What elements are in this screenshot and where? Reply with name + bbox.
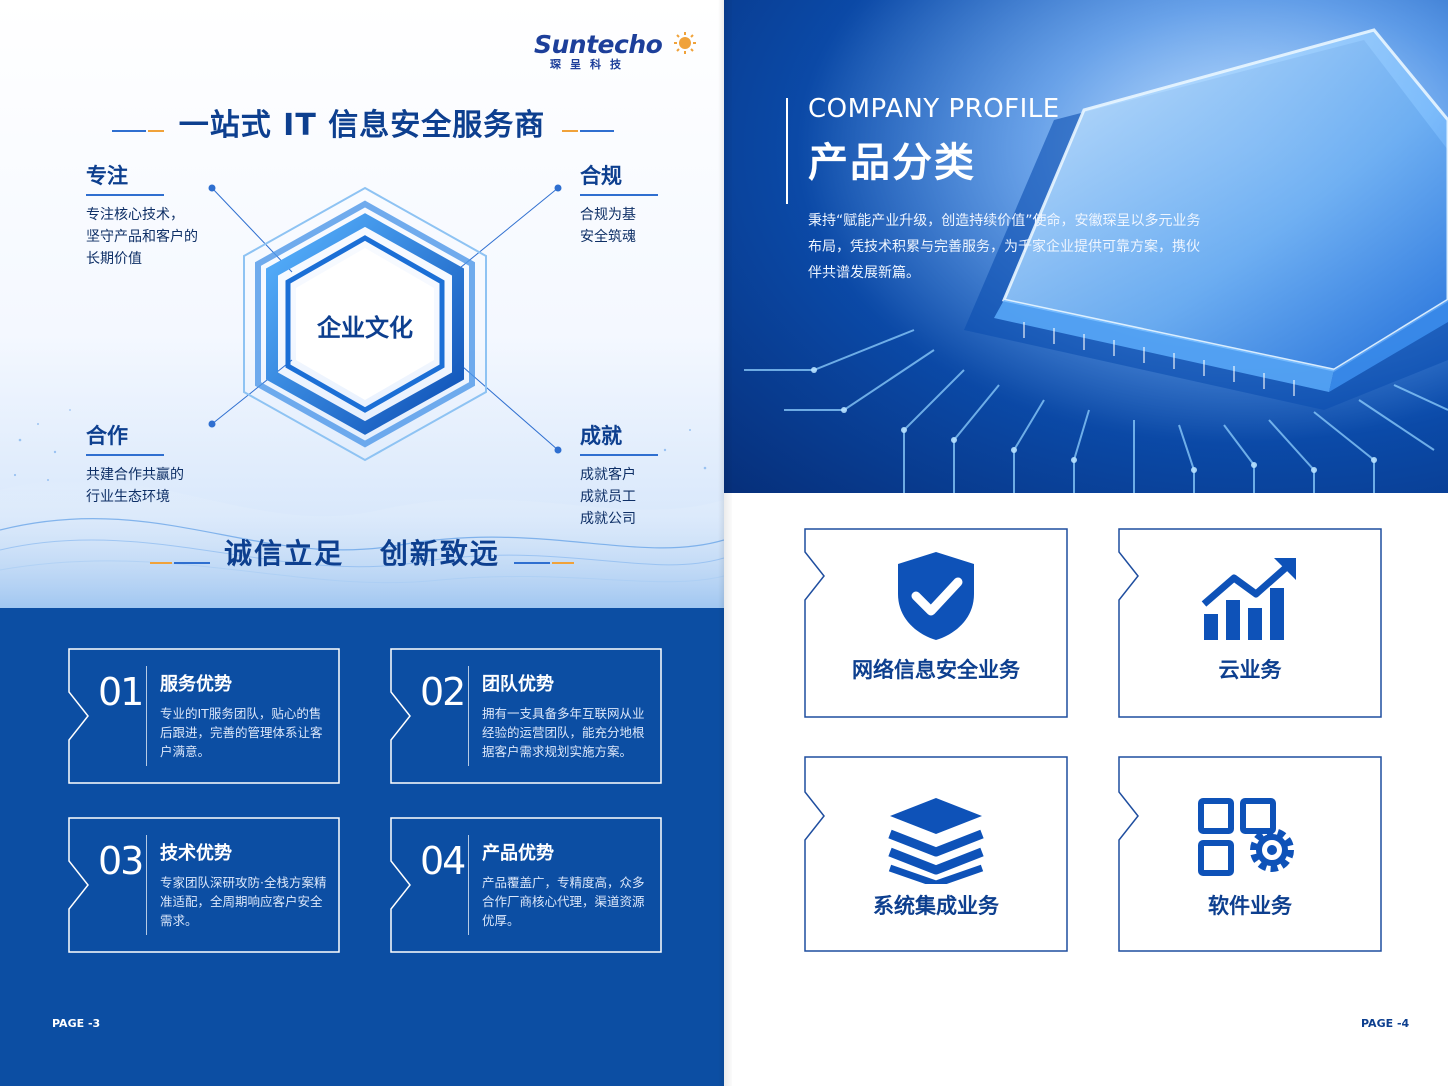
divider: [468, 835, 469, 935]
culture-item-compliance: 合规 合规为基 安全筑魂: [580, 160, 658, 248]
advantage-number: 01: [98, 670, 144, 714]
culture-text: 共建合作共赢的 行业生态环境: [86, 464, 184, 508]
hexagon-graphic: [243, 186, 487, 462]
page-number-left: PAGE -3: [52, 1017, 101, 1030]
slogan: 诚信立足 创新致远: [0, 532, 724, 572]
card-frame: [68, 648, 340, 784]
advantage-title: 产品优势: [482, 843, 554, 864]
growth-chart-icon: [1118, 558, 1382, 642]
page-number-right: PAGE -4: [1361, 1017, 1410, 1030]
page-left: Suntecho 琛呈科技 一站式 IT 信息安全服务商: [0, 0, 724, 1086]
profile-description: 秉持“赋能产业升级，创造持续价值”使命，安徽琛呈以多元业务布局，凭技术积累与完善…: [808, 213, 1201, 281]
profile-title: 产品分类: [808, 140, 976, 186]
culture-line: 成就员工: [580, 489, 636, 505]
title-deco-left: [112, 124, 168, 136]
title-deco-right: [562, 124, 618, 136]
card-frame: [804, 528, 1068, 718]
culture-line: 共建合作共赢的: [86, 467, 184, 483]
logo-sub-text: 琛呈科技: [550, 58, 630, 71]
advantage-number: 04: [420, 839, 466, 883]
culture-line: 成就客户: [580, 467, 636, 483]
culture-title: 成就: [580, 420, 658, 456]
advantage-text: 专家团队深研攻防·全栈方案精准适配，全周期响应客户安全需求。: [160, 875, 327, 928]
culture-text: 专注核心技术， 坚守产品和客户的 长期价值: [86, 204, 198, 270]
advantage-card-product: 04 产品优势 产品覆盖广，专精度高，众多合作厂商核心代理，渠道资源优厚。: [390, 817, 662, 953]
advantage-text: 产品覆盖广，专精度高，众多合作厂商核心代理，渠道资源优厚。: [482, 875, 645, 928]
advantage-card-team: 02 团队优势 拥有一支具备多年互联网从业经验的运营团队，能充分地根据客户需求规…: [390, 648, 662, 784]
culture-title: 合作: [86, 420, 164, 456]
page-right: COMPANY PROFILE 产品分类 秉持“赋能产业升级，创造持续价值”使命…: [724, 0, 1448, 1086]
card-frame: [390, 648, 662, 784]
business-label: 云业务: [1218, 658, 1282, 682]
culture-title: 专注: [86, 160, 164, 196]
business-card-system-integration: 系统集成业务: [804, 756, 1068, 952]
card-frame: [390, 817, 662, 953]
business-label: 网络信息安全业务: [852, 658, 1020, 682]
culture-item-achievement: 成就 成就客户 成就员工 成就公司: [580, 420, 658, 530]
card-frame: [68, 817, 340, 953]
shield-check-icon: [804, 550, 1068, 642]
main-title: 一站式 IT 信息安全服务商: [178, 108, 546, 143]
title-accent-bar: [786, 98, 788, 204]
business-card-network-security: 网络信息安全业务: [804, 528, 1068, 718]
culture-hexagon: 企业文化: [200, 170, 530, 470]
sun-icon: [674, 32, 696, 54]
apps-gear-icon: [1118, 798, 1382, 878]
advantage-text: 专业的IT服务团队，贴心的售后跟进，完善的管理体系让客户满意。: [160, 706, 323, 759]
advantage-card-technology: 03 技术优势 专家团队深研攻防·全栈方案精准适配，全周期响应客户安全需求。: [68, 817, 340, 953]
culture-line: 行业生态环境: [86, 489, 170, 505]
business-card-cloud: 云业务: [1118, 528, 1382, 718]
culture-line: 合规为基: [580, 207, 636, 223]
profile-hero: COMPANY PROFILE 产品分类 秉持“赋能产业升级，创造持续价值”使命…: [724, 0, 1448, 493]
culture-text: 成就客户 成就员工 成就公司: [580, 464, 658, 530]
divider: [146, 835, 147, 935]
culture-line: 专注核心技术，: [86, 207, 184, 223]
slogan-deco-right: [514, 556, 578, 568]
profile-subtitle: COMPANY PROFILE: [808, 94, 1060, 124]
divider: [146, 666, 147, 766]
culture-item-cooperation: 合作 共建合作共赢的 行业生态环境: [86, 420, 184, 508]
divider: [468, 666, 469, 766]
culture-title: 合规: [580, 160, 658, 196]
advantage-title: 服务优势: [160, 674, 232, 695]
culture-line: 安全筑魂: [580, 229, 636, 245]
business-label: 软件业务: [1208, 894, 1292, 918]
wave-background: [0, 409, 724, 608]
culture-text: 合规为基 安全筑魂: [580, 204, 658, 248]
advantages-section: 01 服务优势 专业的IT服务团队，贴心的售后跟进，完善的管理体系让客户满意。 …: [0, 608, 724, 1086]
slogan-deco-left: [150, 556, 214, 568]
layers-icon: [804, 794, 1068, 884]
culture-line: 长期价值: [86, 251, 142, 267]
slogan-part: 创新致远: [379, 537, 500, 570]
business-card-software: 软件业务: [1118, 756, 1382, 952]
slogan-part: 诚信立足: [224, 537, 345, 570]
business-label: 系统集成业务: [873, 894, 999, 918]
culture-center-label: 企业文化: [317, 314, 413, 342]
card-frame: [804, 756, 1068, 952]
advantage-number: 02: [420, 670, 466, 714]
advantage-title: 技术优势: [160, 843, 232, 864]
connector-lines: [208, 184, 562, 454]
card-frame: [1118, 528, 1382, 718]
chip-illustration: [724, 0, 1448, 493]
advantage-text: 拥有一支具备多年互联网从业经验的运营团队，能充分地根据客户需求规划实施方案。: [482, 706, 645, 759]
advantage-title: 团队优势: [482, 674, 554, 695]
logo-brand-text: Suntecho: [534, 30, 663, 59]
card-frame: [1118, 756, 1382, 952]
advantage-card-service: 01 服务优势 专业的IT服务团队，贴心的售后跟进，完善的管理体系让客户满意。: [68, 648, 340, 784]
brand-logo: Suntecho 琛呈科技: [534, 30, 696, 74]
culture-line: 坚守产品和客户的: [86, 229, 198, 245]
culture-section: Suntecho 琛呈科技 一站式 IT 信息安全服务商: [0, 0, 724, 608]
culture-item-focus: 专注 专注核心技术， 坚守产品和客户的 长期价值: [86, 160, 198, 270]
advantage-number: 03: [98, 839, 144, 883]
culture-line: 成就公司: [580, 511, 636, 527]
